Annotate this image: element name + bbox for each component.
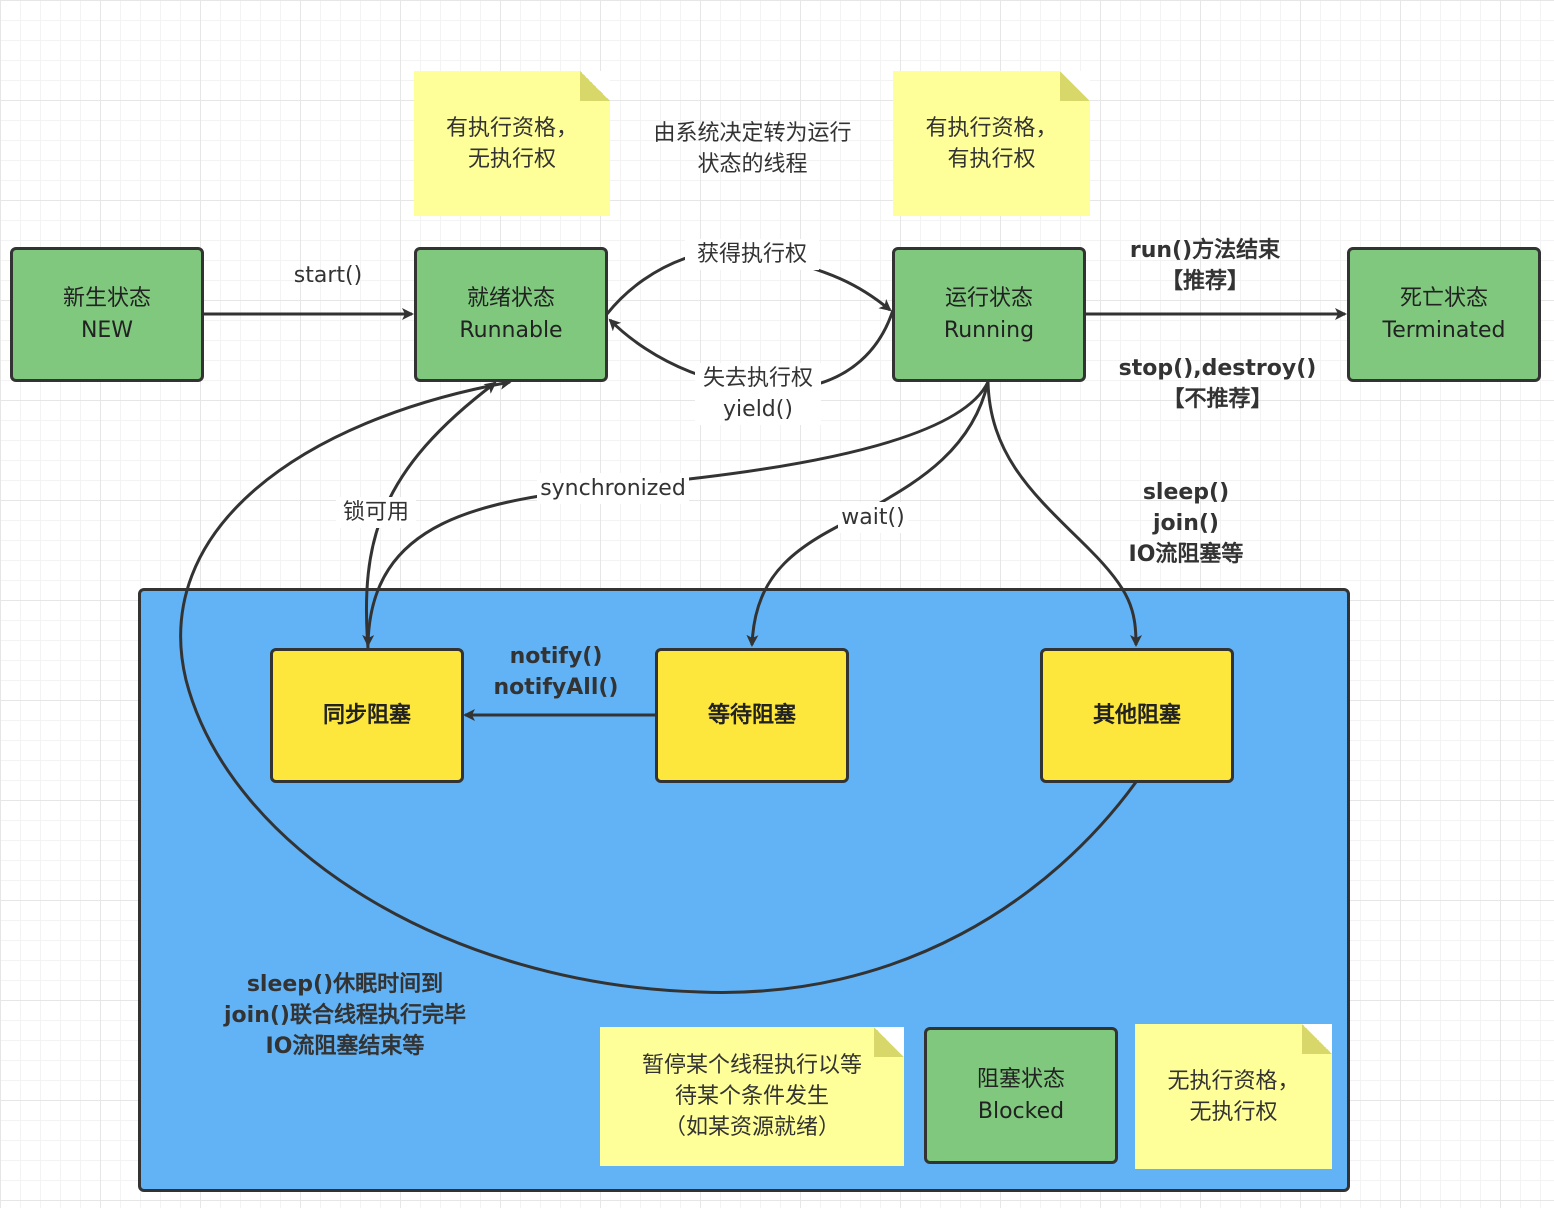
- label-run-end-line1: run()方法结束: [1129, 238, 1281, 263]
- note-runnable-line2: 无执行权: [467, 146, 556, 172]
- note-running-line1: 有执行资格，: [925, 115, 1058, 141]
- state-new[interactable]: 新生状态 NEW: [10, 247, 204, 382]
- label-gain: 获得执行权: [685, 239, 819, 270]
- label-wait-text: wait(): [841, 505, 905, 530]
- label-run-end-line2: 【推荐】: [1160, 269, 1249, 294]
- block-other-label: 其他阻塞: [1092, 702, 1181, 728]
- block-sync[interactable]: 同步阻塞: [270, 648, 464, 783]
- label-lock-text: 锁可用: [342, 500, 409, 525]
- note-fold-icon: [874, 1027, 904, 1057]
- label-notify-line1: notify(): [509, 644, 603, 669]
- label-sleep-end-line3: IO流阻塞结束等: [265, 1034, 425, 1059]
- state-blocked-subtitle: Blocked: [977, 1098, 1065, 1124]
- label-lose-line1: 失去执行权: [702, 366, 813, 391]
- note-blocked-desc: 暂停某个线程执行以等 待某个条件发生 （如某资源就绪）: [600, 1027, 904, 1166]
- state-runnable-title: 就绪状态: [466, 285, 555, 311]
- label-notify: notify() notifyAll(): [480, 641, 632, 703]
- block-wait-label: 等待阻塞: [707, 702, 796, 728]
- label-synchronized: synchronized: [537, 473, 689, 504]
- note-blocked-desc-line2: 待某个条件发生: [674, 1084, 829, 1109]
- note-runnable-line1: 有执行资格，: [445, 115, 578, 141]
- state-blocked[interactable]: 阻塞状态 Blocked: [924, 1027, 1118, 1164]
- state-new-subtitle: NEW: [80, 317, 134, 343]
- label-synchronized-text: synchronized: [540, 476, 686, 501]
- state-blocked-title: 阻塞状态: [976, 1066, 1065, 1092]
- label-run-end: run()方法结束 【推荐】: [1110, 235, 1300, 297]
- note-fold-icon: [1060, 71, 1090, 101]
- state-running-subtitle: Running: [943, 317, 1035, 343]
- note-fold-icon: [1302, 1024, 1332, 1054]
- label-sleep-line2: join(): [1153, 511, 1219, 536]
- label-stop-line1: stop(),destroy(): [1118, 356, 1317, 381]
- block-wait[interactable]: 等待阻塞: [655, 648, 849, 783]
- note-runnable: 有执行资格， 无执行权: [414, 71, 610, 216]
- label-notify-line2: notifyAll(): [493, 675, 619, 700]
- label-gain-text: 获得执行权: [696, 242, 807, 267]
- note-blocked-line2: 无执行权: [1189, 1099, 1278, 1125]
- state-runnable[interactable]: 就绪状态 Runnable: [414, 247, 608, 382]
- label-system-decides-line1: 由系统决定转为运行: [653, 121, 852, 146]
- label-stop: stop(),destroy() 【不推荐】: [1110, 353, 1325, 415]
- label-wait: wait(): [838, 502, 908, 533]
- state-terminated-title: 死亡状态: [1399, 285, 1488, 311]
- note-running: 有执行资格， 有执行权: [893, 71, 1090, 216]
- state-running[interactable]: 运行状态 Running: [892, 247, 1086, 382]
- state-terminated-subtitle: Terminated: [1382, 317, 1506, 343]
- label-lock: 锁可用: [336, 497, 416, 528]
- label-system-decides-line2: 状态的线程: [697, 152, 808, 177]
- label-lose-line2: yield(): [723, 397, 793, 422]
- label-stop-line2: 【不推荐】: [1162, 387, 1273, 412]
- label-sleep-end: sleep()休眠时间到 join()联合线程执行完毕 IO流阻塞结束等: [190, 969, 500, 1062]
- note-blocked-desc-line1: 暂停某个线程执行以等: [641, 1053, 862, 1078]
- block-sync-label: 同步阻塞: [322, 702, 411, 728]
- note-fold-icon: [580, 71, 610, 101]
- note-blocked-desc-line3: （如某资源就绪）: [663, 1115, 840, 1140]
- note-blocked: 无执行资格， 无执行权: [1135, 1024, 1332, 1169]
- state-runnable-subtitle: Runnable: [459, 317, 563, 343]
- state-terminated[interactable]: 死亡状态 Terminated: [1347, 247, 1541, 382]
- label-lose: 失去执行权 yield(): [695, 363, 821, 425]
- label-start-text: start(): [293, 263, 363, 288]
- block-other[interactable]: 其他阻塞: [1040, 648, 1234, 783]
- label-start: start(): [250, 260, 406, 291]
- arrow-sleep-end: [179, 377, 1138, 994]
- arrow-sleep: [986, 381, 1142, 647]
- label-system-decides: 由系统决定转为运行 状态的线程: [630, 118, 875, 180]
- label-sleep-line1: sleep(): [1142, 480, 1230, 505]
- label-sleep-end-line2: join()联合线程执行完毕: [224, 1003, 466, 1028]
- state-running-title: 运行状态: [944, 285, 1033, 311]
- label-sleep-line3: IO流阻塞等: [1128, 542, 1244, 567]
- note-blocked-line1: 无执行资格，: [1167, 1068, 1300, 1094]
- label-sleep: sleep() join() IO流阻塞等: [1110, 477, 1262, 570]
- label-sleep-end-line1: sleep()休眠时间到: [246, 972, 444, 997]
- state-new-title: 新生状态: [62, 285, 151, 311]
- note-running-line2: 有执行权: [947, 146, 1036, 172]
